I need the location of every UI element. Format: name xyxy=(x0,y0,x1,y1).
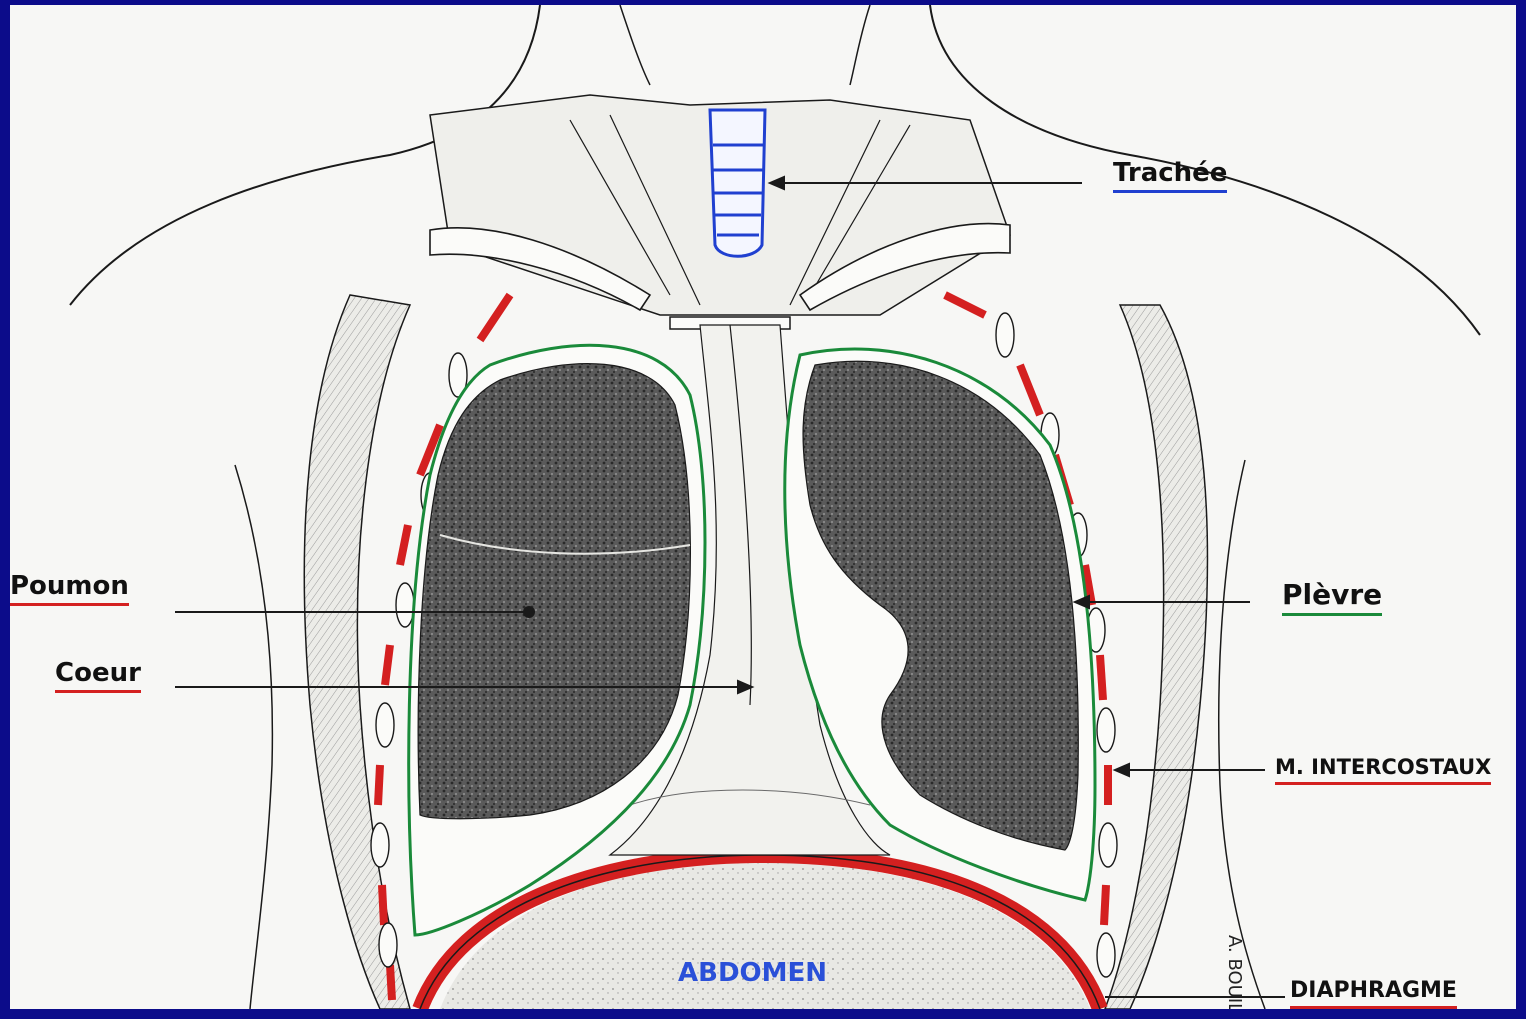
thorax-illustration xyxy=(10,5,1516,1009)
label-abdomen: ABDOMEN xyxy=(678,960,827,986)
label-diaphragm: DIAPHRAGME xyxy=(1290,980,1457,1009)
artist-signature: A. BOUILLY xyxy=(1225,935,1243,1009)
label-pleura: Plèvre xyxy=(1282,581,1382,616)
thoracic-wall xyxy=(304,295,410,1009)
label-trachea: Trachée xyxy=(1113,160,1227,193)
label-intercostal-muscles: M. INTERCOSTAUX xyxy=(1275,757,1491,785)
label-lung: Poumon xyxy=(10,573,129,606)
trachea xyxy=(710,110,765,256)
label-heart: Coeur xyxy=(55,660,141,693)
anatomy-drawing: Trachée Poumon Coeur Plèvre M. INTERCOST… xyxy=(10,5,1516,1009)
